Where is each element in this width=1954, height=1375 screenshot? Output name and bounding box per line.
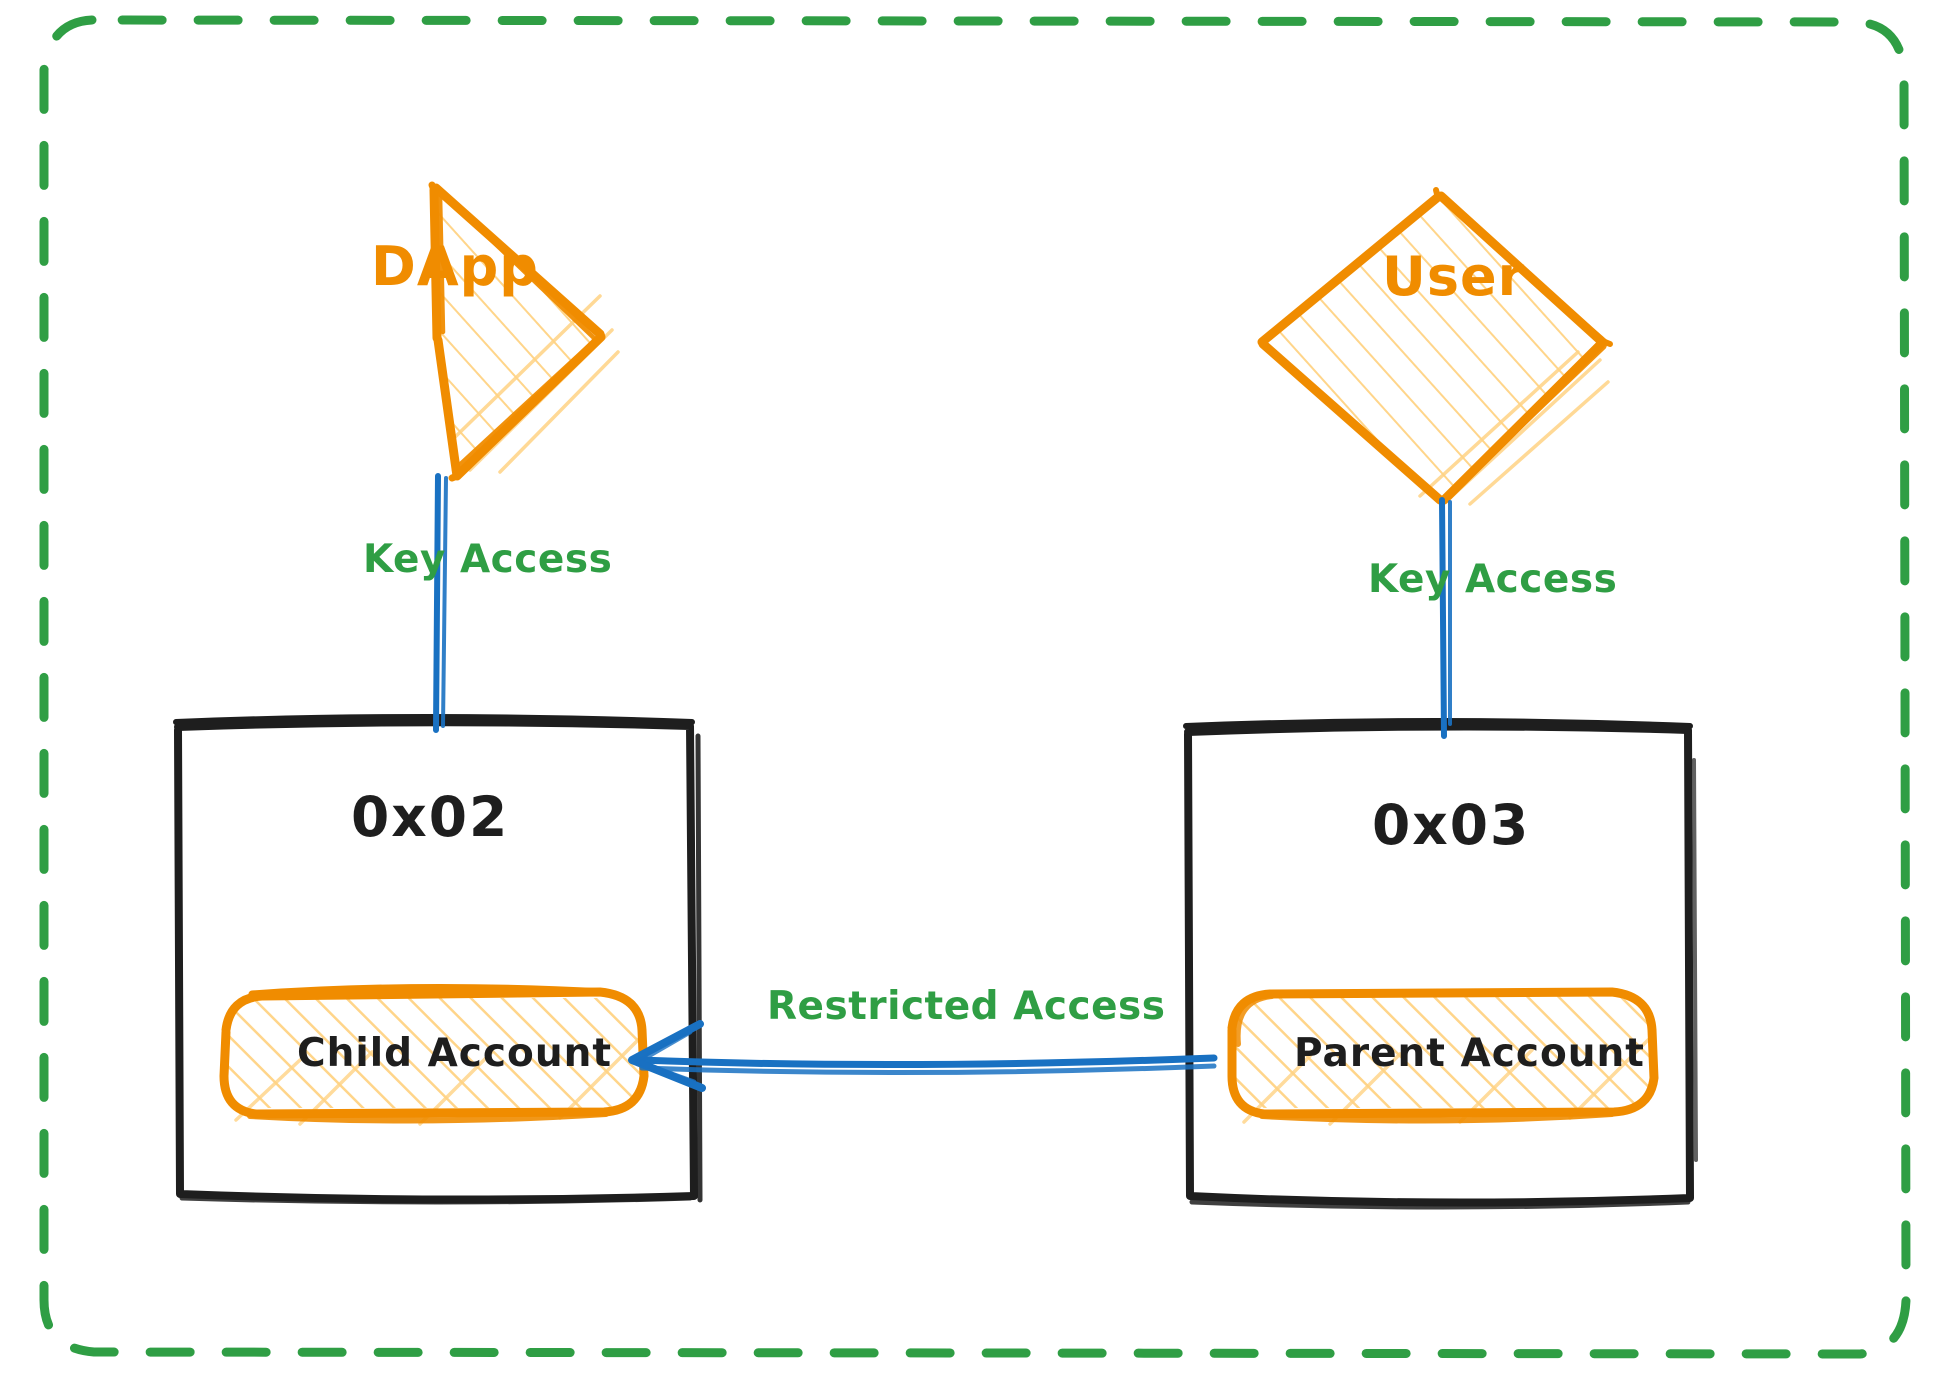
child-account-label: Child Account — [297, 1031, 613, 1076]
user-label: User — [1382, 245, 1526, 308]
edge-label-key-access-dapp: Key Access — [363, 537, 613, 582]
edge-label-key-access-user: Key Access — [1368, 557, 1618, 602]
connector-parent-to-child-arrow — [628, 1020, 1218, 1092]
dapp-diamond-shape — [428, 181, 620, 482]
parent-account-label: Parent Account — [1294, 1031, 1645, 1076]
account-address-0x02: 0x02 — [351, 785, 510, 849]
dashed-boundary-shape — [39, 15, 1911, 1359]
account-address-0x03: 0x03 — [1372, 793, 1531, 857]
connector-dapp-to-child — [433, 473, 448, 733]
child-account-shape — [219, 983, 649, 1126]
dapp-label: DApp — [371, 235, 539, 298]
edge-label-restricted-access: Restricted Access — [767, 984, 1166, 1029]
parent-account-shape — [1227, 987, 1659, 1126]
user-diamond-shape — [1257, 187, 1613, 506]
connector-user-to-parent — [1439, 497, 1452, 739]
